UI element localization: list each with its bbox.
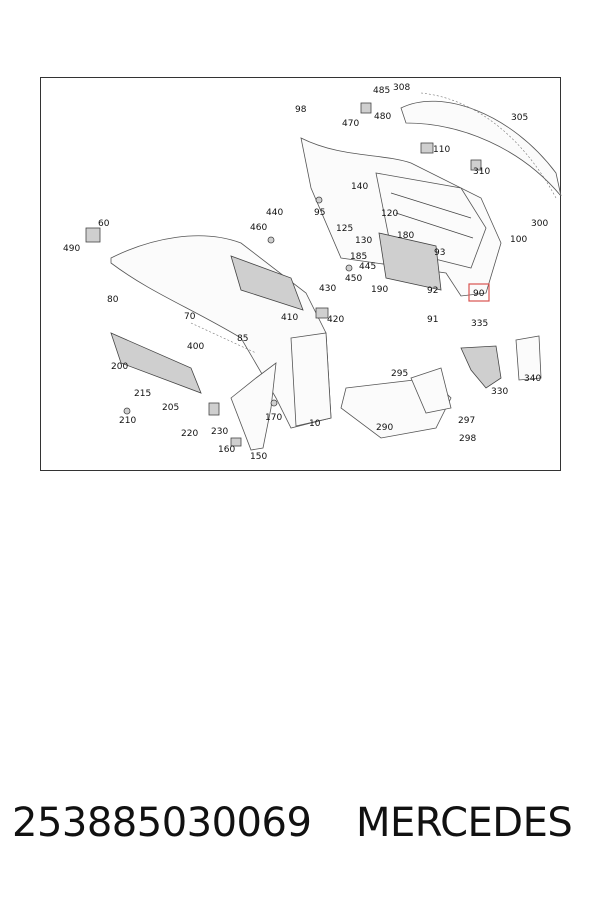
bracket-310 (470, 159, 482, 171)
callout-10: 10 (309, 419, 321, 429)
exhaust-tip (515, 335, 542, 381)
mounting-rail (230, 255, 304, 311)
nut-170 (270, 399, 278, 407)
callout-410: 410 (281, 313, 298, 323)
clip-480 (360, 102, 372, 114)
callout-185: 185 (350, 252, 367, 262)
nut-460 (267, 236, 275, 244)
callout-340: 340 (524, 374, 541, 384)
bracket-110 (420, 142, 434, 154)
callout-450: 450 (345, 274, 362, 284)
callout-490: 490 (63, 244, 80, 254)
callout-290: 290 (376, 423, 393, 433)
nut-445 (345, 264, 353, 272)
brand-name: MERCEDES (356, 800, 573, 846)
lower-rail (110, 332, 202, 394)
clip-230 (208, 402, 220, 416)
side-bracket (230, 362, 277, 451)
callout-120: 120 (381, 209, 398, 219)
callout-295: 295 (391, 369, 408, 379)
part-number: 253885030069 (12, 800, 312, 846)
rear-spoiler-strip (400, 100, 562, 197)
callout-310: 310 (473, 167, 490, 177)
diffuser-upper-panel (410, 367, 452, 414)
callout-92: 92 (427, 286, 438, 296)
callout-190: 190 (371, 285, 388, 295)
callout-170: 170 (265, 413, 282, 423)
callout-485: 485 (373, 86, 390, 96)
callout-93: 93 (434, 248, 445, 258)
callout-400: 400 (187, 342, 204, 352)
callout-300: 300 (531, 219, 548, 229)
callout-210: 210 (119, 416, 136, 426)
callout-335: 335 (471, 319, 488, 329)
bumper-panel-crease (390, 192, 474, 239)
callout-100: 100 (510, 235, 527, 245)
side-cover-fender (290, 332, 332, 427)
callout-330: 330 (491, 387, 508, 397)
nut-95 (315, 196, 323, 204)
callout-70: 70 (184, 312, 196, 322)
callout-445: 445 (359, 262, 376, 272)
callout-298: 298 (459, 434, 476, 444)
callout-440: 440 (266, 208, 283, 218)
clip-420 (315, 307, 329, 319)
callout-130: 130 (355, 236, 372, 246)
highlighted-part-box[interactable] (468, 283, 490, 302)
callout-95: 95 (314, 208, 325, 218)
exhaust-bracket (460, 345, 502, 389)
callout-150: 150 (250, 452, 267, 462)
clip-160 (230, 437, 242, 447)
callout-140: 140 (351, 182, 368, 192)
callout-470: 470 (342, 119, 359, 129)
callout-85: 85 (237, 334, 248, 344)
callout-98: 98 (295, 105, 307, 115)
callout-80: 80 (107, 295, 119, 305)
callout-110: 110 (433, 145, 450, 155)
callout-160: 160 (218, 445, 235, 455)
callout-420: 420 (327, 315, 344, 325)
nut-210 (123, 407, 131, 415)
callout-297: 297 (458, 416, 475, 426)
spoiler-dash-line (420, 92, 557, 199)
callout-125: 125 (336, 224, 353, 234)
callout-215: 215 (134, 389, 151, 399)
bracket-60 (85, 227, 101, 243)
callout-90: 90 (473, 289, 485, 299)
callout-200: 200 (111, 362, 128, 372)
center-bracket (378, 232, 442, 291)
callout-205: 205 (162, 403, 179, 413)
callout-220: 220 (181, 429, 198, 439)
callout-430: 430 (319, 284, 336, 294)
callout-230: 230 (211, 427, 228, 437)
callout-91: 91 (427, 315, 438, 325)
callout-460: 460 (250, 223, 267, 233)
callout-180: 180 (397, 231, 414, 241)
callout-305: 305 (511, 113, 528, 123)
callout-480: 480 (374, 112, 391, 122)
footer: 253885030069 MERCEDES (0, 800, 600, 860)
callout-308: 308 (393, 83, 410, 93)
callout-60: 60 (98, 219, 110, 229)
